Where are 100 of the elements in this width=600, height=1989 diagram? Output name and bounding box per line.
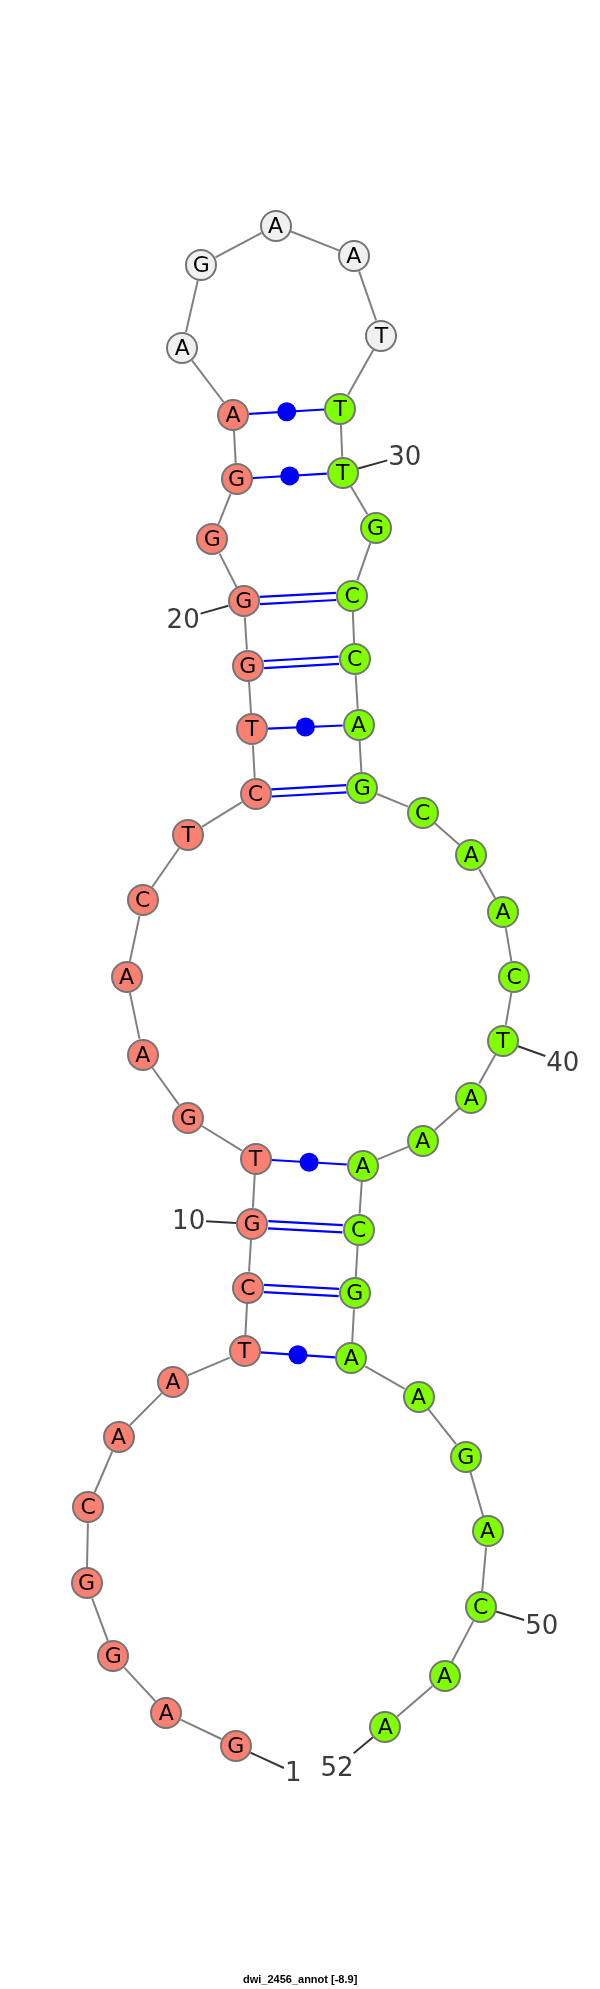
backbone-line xyxy=(214,232,263,259)
leader-line xyxy=(357,459,389,470)
backbone-line xyxy=(339,423,344,458)
backbone-line xyxy=(218,552,238,589)
base-pair-line xyxy=(249,402,325,422)
leader-line xyxy=(205,1220,238,1224)
backbone-line xyxy=(376,1145,409,1161)
backbone-line xyxy=(123,1666,157,1703)
nucleotide-circle: T xyxy=(228,1335,261,1368)
backbone-line xyxy=(504,927,513,963)
base-pair-line xyxy=(258,591,338,606)
leader-line xyxy=(249,1751,285,1769)
nucleotide-circle: G xyxy=(231,649,264,682)
backbone-line xyxy=(128,991,141,1040)
nucleotide-circle: T xyxy=(324,392,357,425)
backbone-line xyxy=(91,1597,109,1642)
backbone-line xyxy=(351,1308,355,1344)
position-number: 10 xyxy=(172,1207,206,1234)
backbone-line xyxy=(478,1053,497,1085)
nucleotide-circle: A xyxy=(126,1038,159,1071)
nucleotide-circle: A xyxy=(102,1420,135,1453)
base-pair-line xyxy=(266,1220,344,1234)
backbone-line xyxy=(354,1244,359,1279)
nucleotide-circle: G xyxy=(449,1440,482,1473)
leader-line xyxy=(517,1045,547,1057)
backbone-line xyxy=(128,915,141,963)
backbone-line xyxy=(364,1365,406,1390)
base-pair-line xyxy=(252,466,327,486)
backbone-line xyxy=(191,359,225,403)
backbone-line xyxy=(248,1238,252,1273)
nucleotide-circle: A xyxy=(369,1710,402,1743)
backbone-line xyxy=(396,1685,434,1718)
backbone-line xyxy=(354,674,359,710)
nucleotide-circle: A xyxy=(402,1380,435,1413)
backbone-line xyxy=(347,348,375,396)
nucleotide-circle: G xyxy=(359,512,392,544)
backbone-line xyxy=(244,1302,248,1337)
backbone-line xyxy=(243,616,248,651)
position-number: 52 xyxy=(320,1754,354,1781)
backbone-line xyxy=(358,270,378,322)
position-number: 1 xyxy=(284,1759,302,1786)
leader-line xyxy=(352,1736,374,1755)
nucleotide-circle: C xyxy=(464,1590,497,1623)
backbone-line xyxy=(186,1356,231,1377)
nucleotide-circle: A xyxy=(259,209,292,242)
backbone-line xyxy=(433,1107,461,1132)
nucleotide-circle: A xyxy=(335,1342,368,1375)
position-number: 20 xyxy=(166,605,200,632)
base-pair-line xyxy=(262,655,341,670)
backbone-line xyxy=(350,485,369,516)
nucleotide-circle: A xyxy=(406,1124,439,1157)
nucleotide-circle: A xyxy=(471,1515,504,1548)
nucleotide-circle: A xyxy=(428,1659,461,1692)
nucleotide-circle: C xyxy=(231,1271,264,1304)
nucleotide-circle: T xyxy=(239,1143,272,1175)
backbone-line xyxy=(358,1180,363,1215)
nucleotide-circle: C xyxy=(338,643,371,676)
position-number: 30 xyxy=(388,442,422,469)
nucleotide-circle: G xyxy=(70,1567,103,1600)
nucleotide-circle: A xyxy=(487,896,520,929)
nucleotide-circle: C xyxy=(406,796,439,829)
backbone-line xyxy=(233,429,237,464)
backbone-line xyxy=(200,1125,243,1152)
nucleotide-circle: A xyxy=(455,1081,488,1114)
nucleotide-circle: A xyxy=(110,960,143,993)
nucleotide-circle: A xyxy=(217,398,250,431)
position-number: 40 xyxy=(546,1049,580,1076)
nucleotide-circle: A xyxy=(166,331,199,364)
nucleotide-circle: G xyxy=(220,463,253,495)
nucleotide-circle: A xyxy=(346,1149,379,1182)
nucleotide-circle: G xyxy=(227,585,260,618)
backbone-line xyxy=(289,230,340,252)
nucleotide-circle: T xyxy=(326,456,359,489)
backbone-line xyxy=(433,822,461,846)
nucleotide-circle: G xyxy=(172,1101,205,1134)
nucleotide-circle: G xyxy=(346,771,379,804)
leader-line xyxy=(495,1610,526,1621)
nucleotide-circle: T xyxy=(365,319,398,352)
backbone-line xyxy=(376,793,409,808)
caption: dwi_2456_annot [-8.9] xyxy=(243,1972,358,1986)
nucleotide-circle: A xyxy=(455,839,488,872)
backbone-line xyxy=(478,868,497,900)
nucleotide-circle: C xyxy=(126,884,159,917)
nucleotide-circle: A xyxy=(157,1365,190,1398)
nucleotide-circle: G xyxy=(338,1277,371,1310)
nucleotide-circle: T xyxy=(487,1024,520,1057)
nucleotide-circle: C xyxy=(342,1213,375,1246)
nucleotide-circle: A xyxy=(342,708,375,741)
backbone-line xyxy=(151,847,181,889)
backbone-line xyxy=(358,739,363,773)
backbone-line xyxy=(86,1522,89,1569)
nucleotide-circle: G xyxy=(196,523,229,556)
backbone-line xyxy=(151,1066,180,1106)
base-pair-line xyxy=(260,1345,336,1365)
backbone-line xyxy=(251,744,256,779)
backbone-line xyxy=(179,1718,223,1740)
base-pair-line xyxy=(270,784,348,798)
backbone-line xyxy=(251,1174,256,1209)
nucleotide-circle: G xyxy=(219,1729,252,1762)
backbone-line xyxy=(450,1620,475,1663)
